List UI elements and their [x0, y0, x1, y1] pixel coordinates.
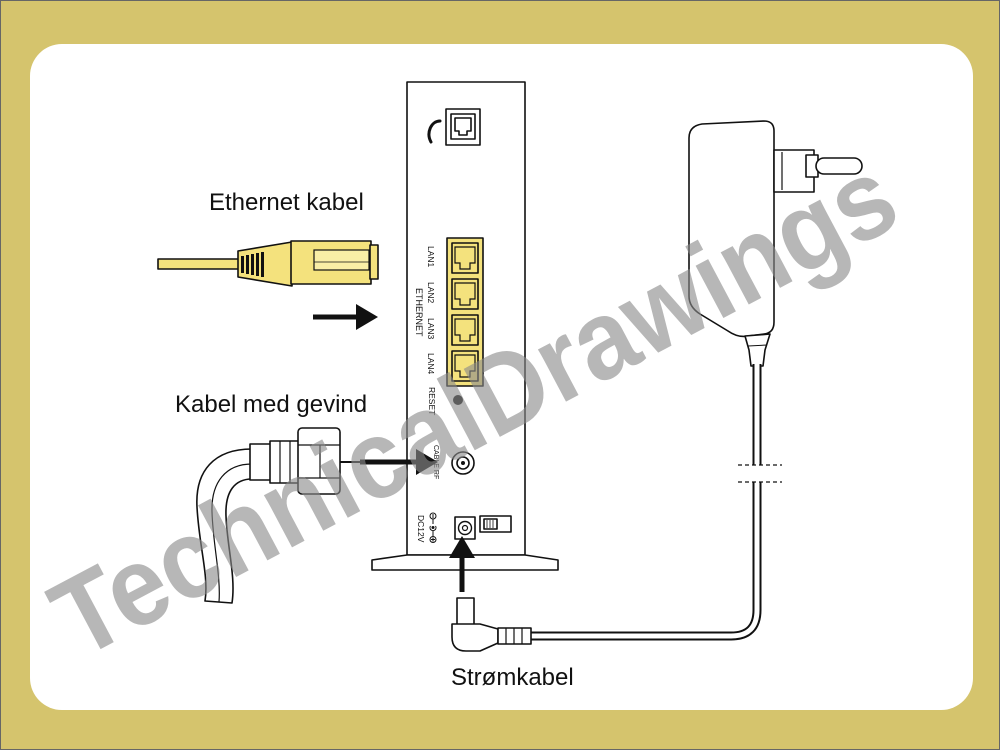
label-reset: RESET — [427, 387, 437, 415]
lan-port-4 — [451, 350, 479, 382]
label-dc12v: DC12V — [416, 515, 426, 543]
polarity-symbol — [429, 512, 437, 543]
phone-handset-icon — [427, 119, 442, 144]
dc-plug-tip — [456, 597, 475, 626]
dc-plug — [451, 597, 532, 652]
arrow-to-coax — [360, 449, 438, 475]
adapter-strain-relief — [744, 333, 771, 367]
lan-ports — [446, 237, 484, 387]
label-lan2: LAN2 — [426, 282, 436, 304]
coax-sleeve — [269, 440, 301, 484]
arrow-to-lan — [313, 304, 378, 330]
coax-port — [451, 451, 475, 475]
reset-button — [453, 395, 463, 405]
router-stand — [371, 554, 559, 571]
lan-port-2 — [451, 278, 479, 310]
ethernet-cable-wire — [157, 258, 241, 270]
ethernet-plug-tip — [369, 244, 379, 280]
boot-grip-stripes — [241, 252, 264, 277]
power-switch — [479, 515, 512, 533]
label-lan1: LAN1 — [426, 246, 436, 268]
arrow-to-dc-port — [449, 536, 475, 592]
coax-cable-wire — [196, 448, 253, 604]
lan-port-1 — [451, 242, 479, 274]
phone-port — [427, 108, 481, 146]
router: LAN1 LAN2 LAN3 LAN4 ETHERNET RESET CABLE… — [371, 81, 559, 571]
caption-threaded-cable: Kabel med gevind — [175, 391, 367, 418]
power-cable — [451, 364, 782, 652]
coax-cable — [196, 427, 360, 604]
ethernet-cable — [157, 240, 379, 287]
lan-port-3 — [451, 314, 479, 346]
cable-length-break — [738, 464, 782, 483]
ethernet-plug-contacts — [313, 249, 370, 271]
label-ethernet: ETHERNET — [414, 288, 424, 337]
power-adapter — [688, 120, 863, 367]
label-lan4: LAN4 — [426, 353, 436, 375]
caption-power-cable: Strømkabel — [451, 664, 574, 691]
caption-ethernet-cable: Ethernet kabel — [209, 189, 364, 216]
label-lan3: LAN3 — [426, 318, 436, 340]
dc-power-port — [454, 516, 476, 540]
adapter-body — [688, 120, 775, 338]
adapter-pin — [815, 157, 863, 175]
